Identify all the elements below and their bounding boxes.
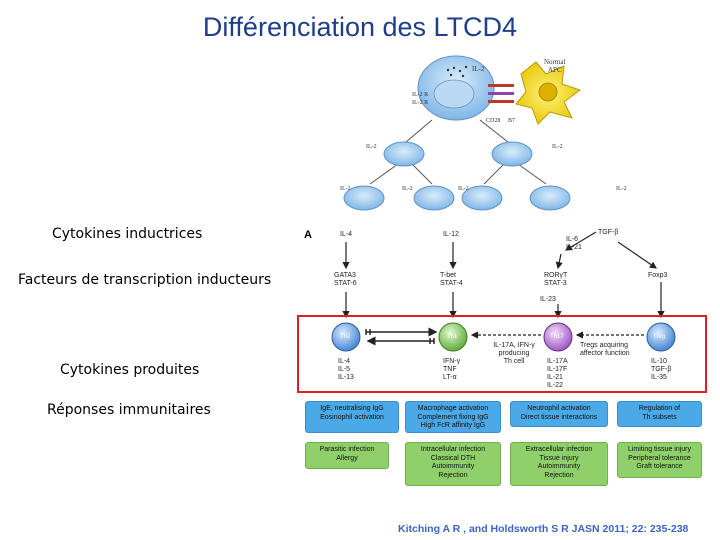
label-cytokines-inductrices: Cytokines inductrices (52, 226, 203, 242)
th2-cell (331, 322, 361, 352)
il2r-text-1: IL-2 R (412, 92, 428, 98)
highlight-box (297, 315, 707, 393)
inducer-treg: TGF-β (598, 229, 619, 236)
tf-th2-2: STAT-6 (334, 280, 357, 287)
il17-producing-label: IL-17A, IFN-γ producing Th cell (493, 342, 535, 365)
treg-cell (646, 322, 676, 352)
t-cell-expansion-illustration: IL-2 IL-2 R IL-2 R CD28 B7 Normal APC IL… (340, 55, 627, 211)
il2-text-g2b: IL-2 (552, 144, 563, 150)
normal-apc-text-1: Normal (544, 58, 565, 66)
il23-label: IL-23 (540, 296, 556, 303)
tf-th17-2: STAT-3 (544, 280, 567, 287)
il2-text-g2a: IL-2 (366, 144, 377, 150)
inducer-th17-2: IL-21 (566, 244, 582, 251)
tf-th17-1: RORγT (544, 272, 568, 279)
label-cytokines-produites: Cytokines produites (60, 362, 200, 378)
inducer-th2: IL-4 (340, 231, 353, 238)
th1-cell (438, 322, 468, 352)
il2-text-g3c: IL-2 (458, 186, 469, 192)
tf-th2-1: GATA3 (334, 272, 356, 279)
cell-label-th17: Th17 (550, 334, 564, 340)
cell-label-th1: Th1 (447, 334, 458, 340)
inducer-th1: IL-12 (443, 231, 459, 238)
tf-treg: Foxp3 (648, 272, 668, 279)
label-reponses-immunitaires: Réponses immunitaires (47, 402, 211, 418)
cd28-text: CD28 (486, 118, 500, 124)
il2r-text-2: IL-2 R (412, 100, 428, 106)
label-facteurs-transcription: Facteurs de transcription inducteurs (18, 272, 272, 288)
il2-text-g3a: IL-2 (340, 186, 351, 192)
il2-text: IL-2 (472, 65, 485, 73)
differentiation-diagram (297, 231, 707, 393)
il2-text-g3d: IL-2 (616, 186, 627, 192)
page-title: Différenciation des LTCD4 (202, 12, 518, 42)
th17-cell (543, 322, 573, 352)
normal-apc-text-2: APC (548, 66, 562, 74)
inducer-th17-1: IL-6 (566, 236, 579, 243)
tf-th1-1: T-bet (440, 272, 456, 279)
tf-th1-2: STAT-4 (440, 280, 463, 287)
b7-text: B7 (508, 118, 515, 124)
il2-text-g3b: IL-2 (402, 186, 413, 192)
citation: Kitching A R , and Holdsworth S R JASN 2… (398, 523, 689, 535)
cell-label-treg: Treg (653, 334, 666, 340)
tregs-acquiring-label: Tregs acquiring affector function (580, 342, 630, 357)
cell-label-th2: Th2 (340, 334, 351, 340)
panel-letter: A (304, 229, 312, 241)
